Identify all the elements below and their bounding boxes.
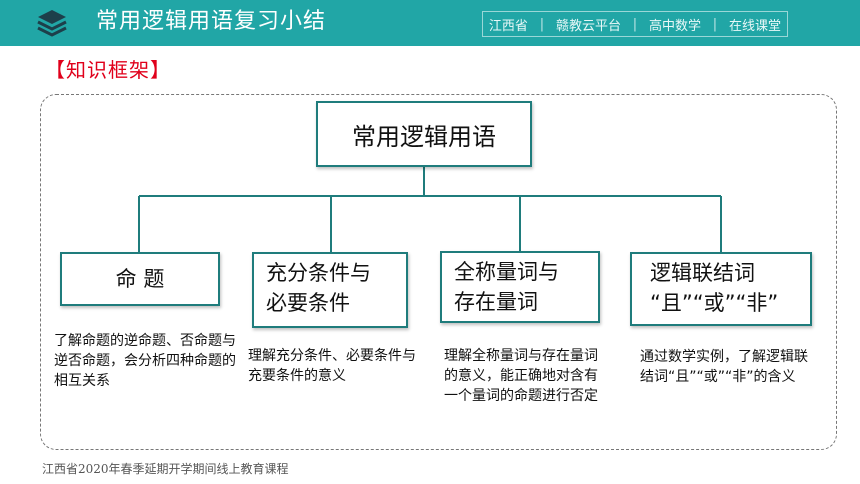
tag-classroom: 在线课堂 — [729, 18, 782, 34]
desc-conditions: 理解充分条件、必要条件与充要条件的意义 — [248, 348, 416, 384]
node-connectives: 逻辑联结词 “且”“或”“非” — [630, 252, 812, 326]
node-conditions-line2: 必要条件 — [266, 291, 350, 315]
node-conditions: 充分条件与 必要条件 — [252, 252, 408, 328]
node-proposition-label: 命 题 — [115, 267, 165, 291]
node-quantifiers: 全称量词与 存在量词 — [440, 251, 600, 323]
root-node: 常用逻辑用语 — [316, 101, 532, 167]
desc-connectives: 通过数学实例，了解逻辑联结词“且”“或”“非”的含义 — [640, 349, 808, 385]
section-title: 【知识框架】 — [45, 58, 171, 82]
node-quantifiers-line1: 全称量词与 — [454, 260, 559, 284]
node-conditions-line1: 充分条件与 — [266, 261, 371, 285]
tag-province: 江西省 — [488, 18, 528, 34]
diagram-frame — [40, 94, 837, 450]
node-connectives-line1: 逻辑联结词 — [650, 261, 755, 285]
desc-proposition: 了解命题的逆命题、否命题与逆否命题，会分析四种命题的相互关系 — [54, 333, 236, 389]
page-title: 常用逻辑用语复习小结 — [96, 9, 327, 34]
tag-platform: 赣教云平台 — [555, 18, 621, 34]
node-quantifiers-line2: 存在量词 — [454, 290, 538, 314]
tag-subject: 高中数学 — [648, 18, 701, 34]
node-proposition: 命 题 — [60, 252, 220, 306]
desc-quantifiers: 理解全称量词与存在量词的意义，能正确地对含有一个量词的命题进行否定 — [444, 348, 598, 404]
node-connectives-line2: “且”“或”“非” — [650, 291, 779, 315]
platform-tags: 江西省| 赣教云平台| 高中数学| 在线课堂 — [482, 11, 788, 37]
layers-icon — [37, 10, 67, 37]
header-bar: 常用逻辑用语复习小结 江西省| 赣教云平台| 高中数学| 在线课堂 — [0, 0, 860, 46]
footer-text: 江西省2020年春季延期开学期间线上教育课程 — [42, 462, 289, 476]
